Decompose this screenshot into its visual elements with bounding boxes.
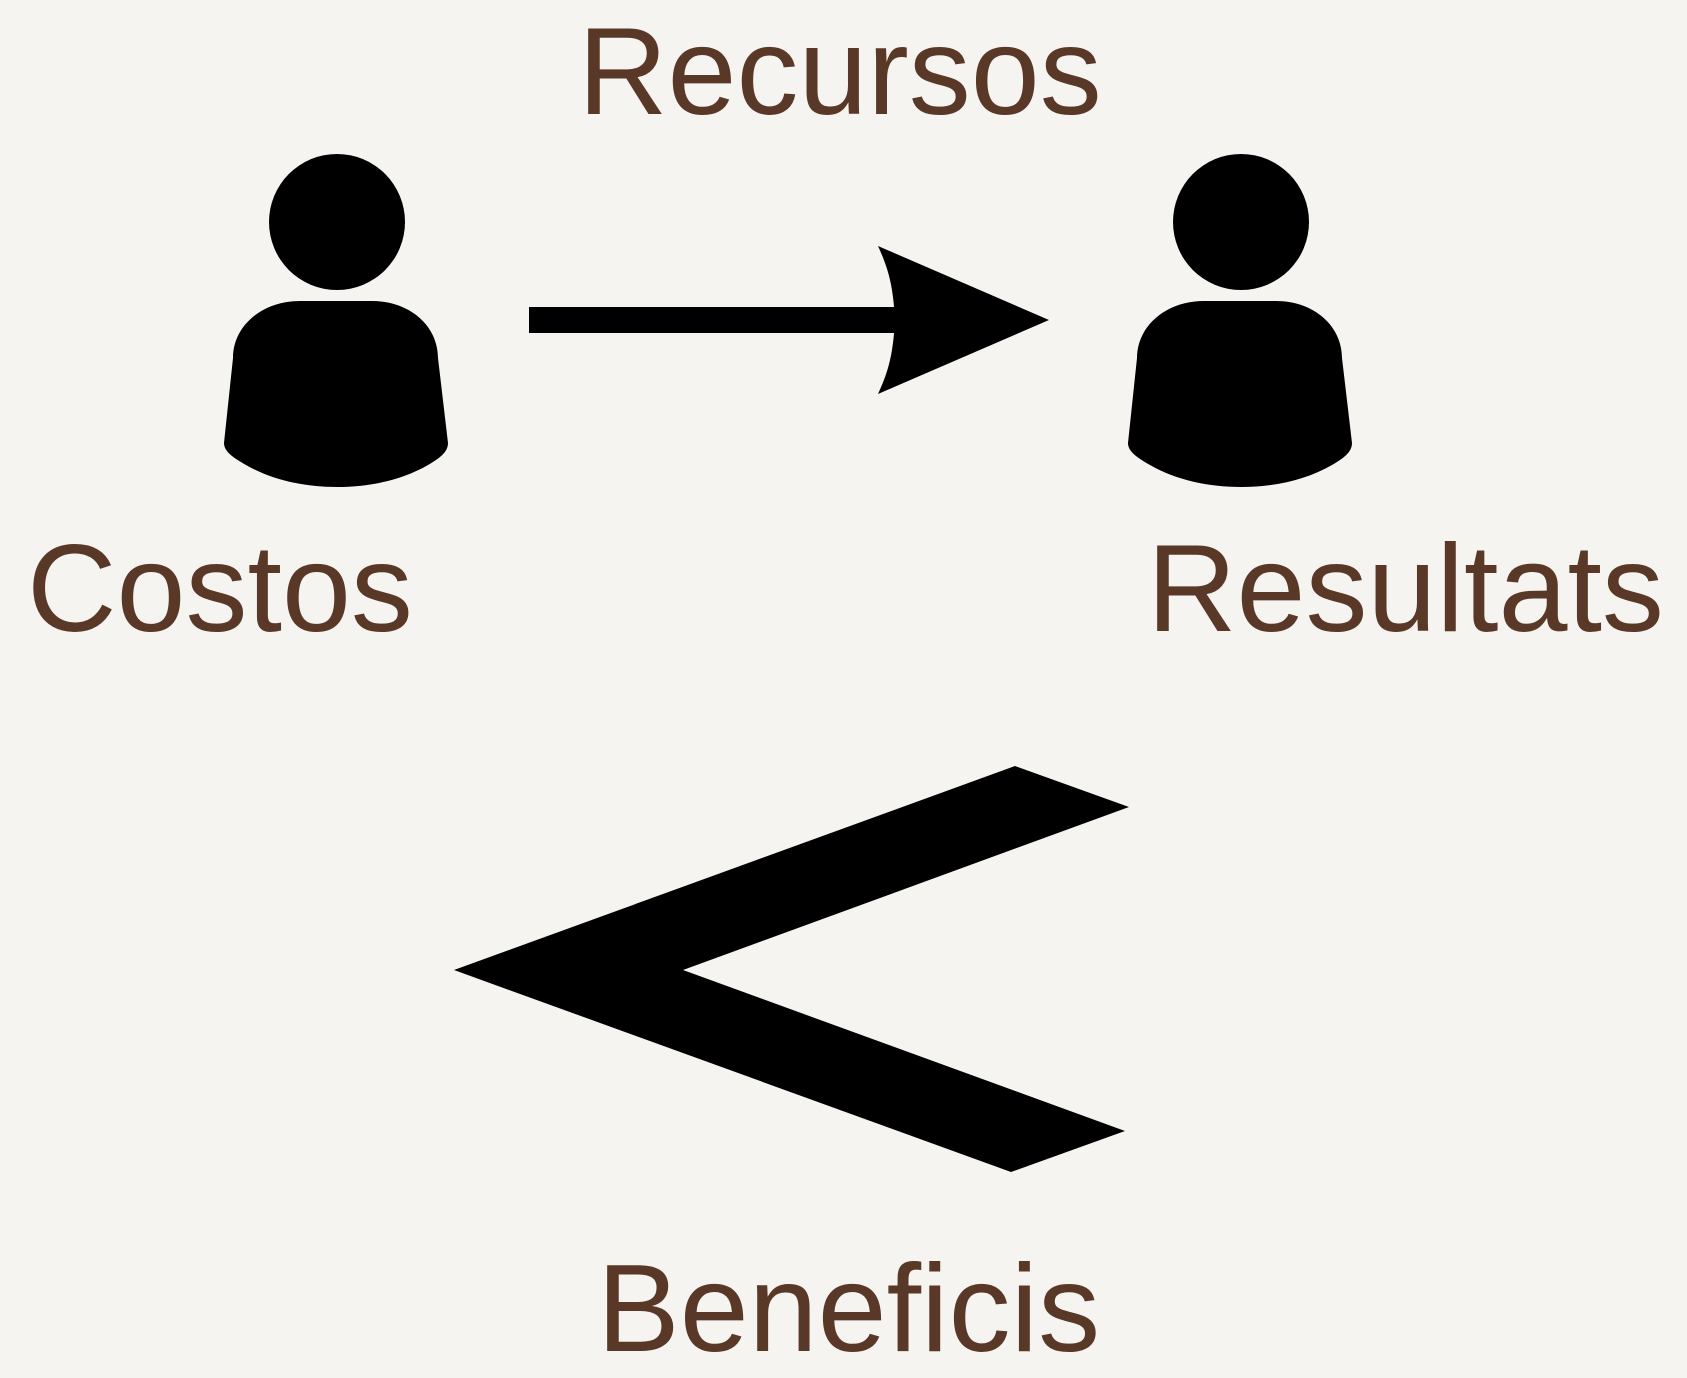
- person-icon-left: [224, 154, 448, 487]
- less-than-icon: [454, 766, 1129, 1172]
- label-costos: Costos: [27, 520, 413, 658]
- label-beneficis: Beneficis: [597, 1240, 1101, 1378]
- label-resultats: Resultats: [1147, 520, 1664, 658]
- label-recursos: Recursos: [578, 3, 1102, 141]
- person-icon-right: [1128, 154, 1352, 487]
- right-arrow-icon: [529, 246, 1049, 394]
